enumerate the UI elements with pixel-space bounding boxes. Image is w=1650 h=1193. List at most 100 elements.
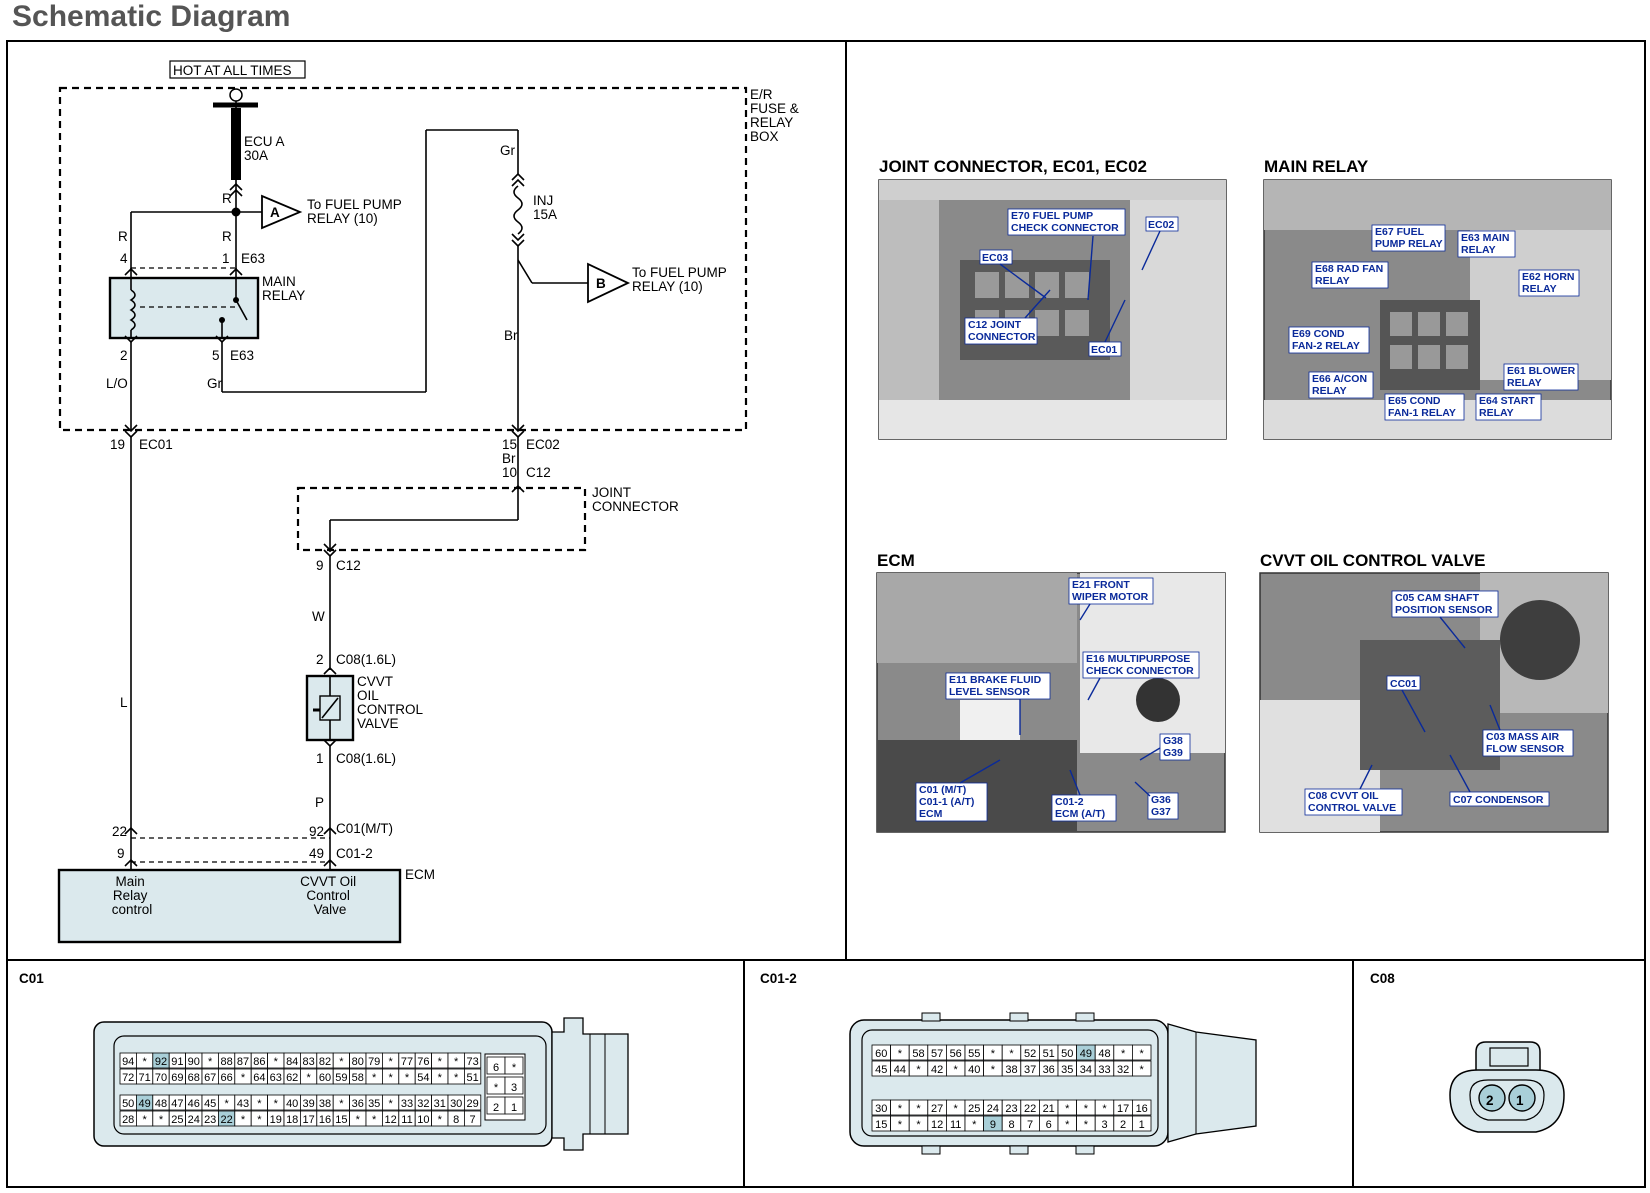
c01-pin: * [438, 1114, 443, 1126]
c01-2-pin: * [1140, 1048, 1145, 1060]
wire-color-gr1: Gr [207, 376, 223, 391]
c01-2-pin: 23 [1005, 1103, 1017, 1115]
power-terminal [229, 88, 243, 102]
marker-a-label: A [270, 205, 280, 220]
c01-2-pin: 9 [990, 1119, 996, 1131]
c01-side-pin: 2 [493, 1102, 499, 1114]
wire-color-br1: Br [504, 328, 518, 343]
c01-pin: 71 [138, 1072, 150, 1084]
conn-c01-mt: C01(M/T) [336, 821, 393, 836]
c01-2-pin: * [1140, 1064, 1145, 1076]
inj-fuse [513, 185, 523, 235]
c01-pin: 16 [319, 1114, 331, 1126]
c01-2-pin: 15 [875, 1119, 887, 1131]
c01-pin: * [241, 1114, 246, 1126]
wire-color-r1: R [222, 191, 232, 206]
c01-pin: * [142, 1056, 147, 1068]
c01-2-pin: * [1009, 1048, 1014, 1060]
connector-c01-2 [849, 1012, 1257, 1155]
pin-1: 1 [222, 251, 230, 266]
c01-pin: * [405, 1072, 410, 1084]
c01-2-pin: 34 [1080, 1064, 1092, 1076]
c01-pin: 48 [155, 1098, 167, 1110]
pin-49: 49 [309, 846, 324, 861]
pin-5: 5 [212, 348, 220, 363]
c01-pin: * [438, 1056, 443, 1068]
c01-pin: 86 [253, 1056, 265, 1068]
pin-15: 15 [502, 437, 517, 452]
c01-pin: 92 [155, 1056, 167, 1068]
c01-pin: * [372, 1072, 377, 1084]
c01-pin: * [208, 1056, 213, 1068]
er-fuse-relay-box [58, 86, 748, 432]
pin-19: 19 [110, 437, 125, 452]
c01-pin: 38 [319, 1098, 331, 1110]
c01-2-pin: 22 [1024, 1103, 1036, 1115]
c01-2-pin: * [972, 1119, 977, 1131]
svg-text:2: 2 [1486, 1093, 1494, 1108]
joint-connector [296, 486, 587, 552]
marker-b [587, 262, 631, 304]
c01-2-pin-cell [1132, 1044, 1152, 1061]
c01-side-pin-cell [504, 1056, 524, 1075]
c01-pin: 22 [220, 1114, 232, 1126]
c01-2-pin: 55 [968, 1048, 980, 1060]
hot-at-all-times: HOT AT ALL TIMES [173, 63, 292, 78]
c01-2-pin: * [1121, 1048, 1126, 1060]
c01-pin: * [356, 1114, 361, 1126]
main-relay [108, 276, 260, 340]
c01-2-pin: * [1084, 1119, 1089, 1131]
c01-pin: 64 [253, 1072, 265, 1084]
c01-pin: 80 [352, 1056, 364, 1068]
conn-c08-bottom: C08(1.6L) [336, 751, 396, 766]
c01-pin: * [388, 1098, 393, 1110]
hot-at-all-times-box [169, 60, 306, 79]
c01-2-pin: 57 [931, 1048, 943, 1060]
c01-pin: 51 [466, 1072, 478, 1084]
connector-chevron [229, 182, 243, 197]
c01-pin: 77 [401, 1056, 413, 1068]
pin-2-c08: 2 [316, 652, 324, 667]
c01-pin: * [257, 1098, 262, 1110]
c01-2-pin: 21 [1043, 1103, 1055, 1115]
c01-pin: 67 [204, 1072, 216, 1084]
c01-2-pin: 56 [950, 1048, 962, 1060]
c01-pin: 46 [188, 1098, 200, 1110]
c01-pin: * [438, 1072, 443, 1084]
c01-pin: 50 [122, 1098, 134, 1110]
c01-pin: 30 [450, 1098, 462, 1110]
c01-pin: 90 [188, 1056, 200, 1068]
c01-2-pin: 51 [1043, 1048, 1055, 1060]
pin-1-c08: 1 [316, 751, 324, 766]
c01-pin-cell [463, 1068, 482, 1085]
c01-pin: 54 [417, 1072, 429, 1084]
c01-pin: 17 [302, 1114, 314, 1126]
c01-pin: 32 [417, 1098, 429, 1110]
c01-pin: 76 [417, 1056, 429, 1068]
c01-pin: * [257, 1114, 262, 1126]
pin-92: 92 [309, 824, 324, 839]
c01-2-pin-cell [1132, 1115, 1152, 1132]
c01-pin: * [274, 1098, 279, 1110]
c01-pin: 19 [270, 1114, 282, 1126]
c01-pin: * [454, 1072, 459, 1084]
c01-pin: 63 [270, 1072, 282, 1084]
to-fuel-pump-b: To FUEL PUMP RELAY (10) [632, 265, 730, 294]
c01-pin: 87 [237, 1056, 249, 1068]
svg-text:CC01: CC01 [1390, 678, 1417, 690]
c01-2-pin: 11 [950, 1119, 961, 1131]
c01-pin: 79 [368, 1056, 380, 1068]
c01-2-pin: 2 [1120, 1119, 1126, 1131]
